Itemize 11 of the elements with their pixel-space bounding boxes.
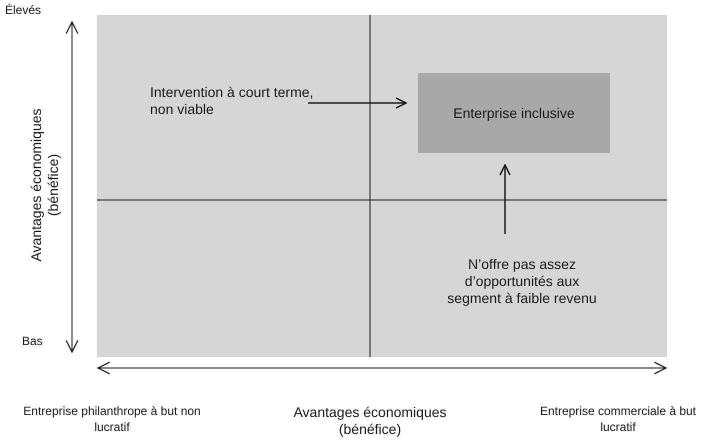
highlight-box: Enterprise inclusive — [418, 73, 610, 153]
annotation-text: N’offre pas assez d’opportunités aux segment à faible revenu — [437, 256, 607, 307]
arrow — [308, 97, 407, 109]
axis-label: Bas — [22, 333, 44, 349]
axis-title: Avantages économiques (bénéfice) — [292, 404, 448, 438]
annotation-text: Intervention à court terme, non viable — [150, 84, 318, 118]
axis-title: Avantages économiques (bénéfice) — [28, 107, 62, 264]
arrow — [499, 164, 511, 234]
axis-label: Entreprise commerciale à but lucratif — [538, 403, 698, 435]
axis-label: Élevés — [5, 2, 42, 18]
axis-label: Entreprise philanthrope à but non lucratif — [22, 403, 202, 435]
